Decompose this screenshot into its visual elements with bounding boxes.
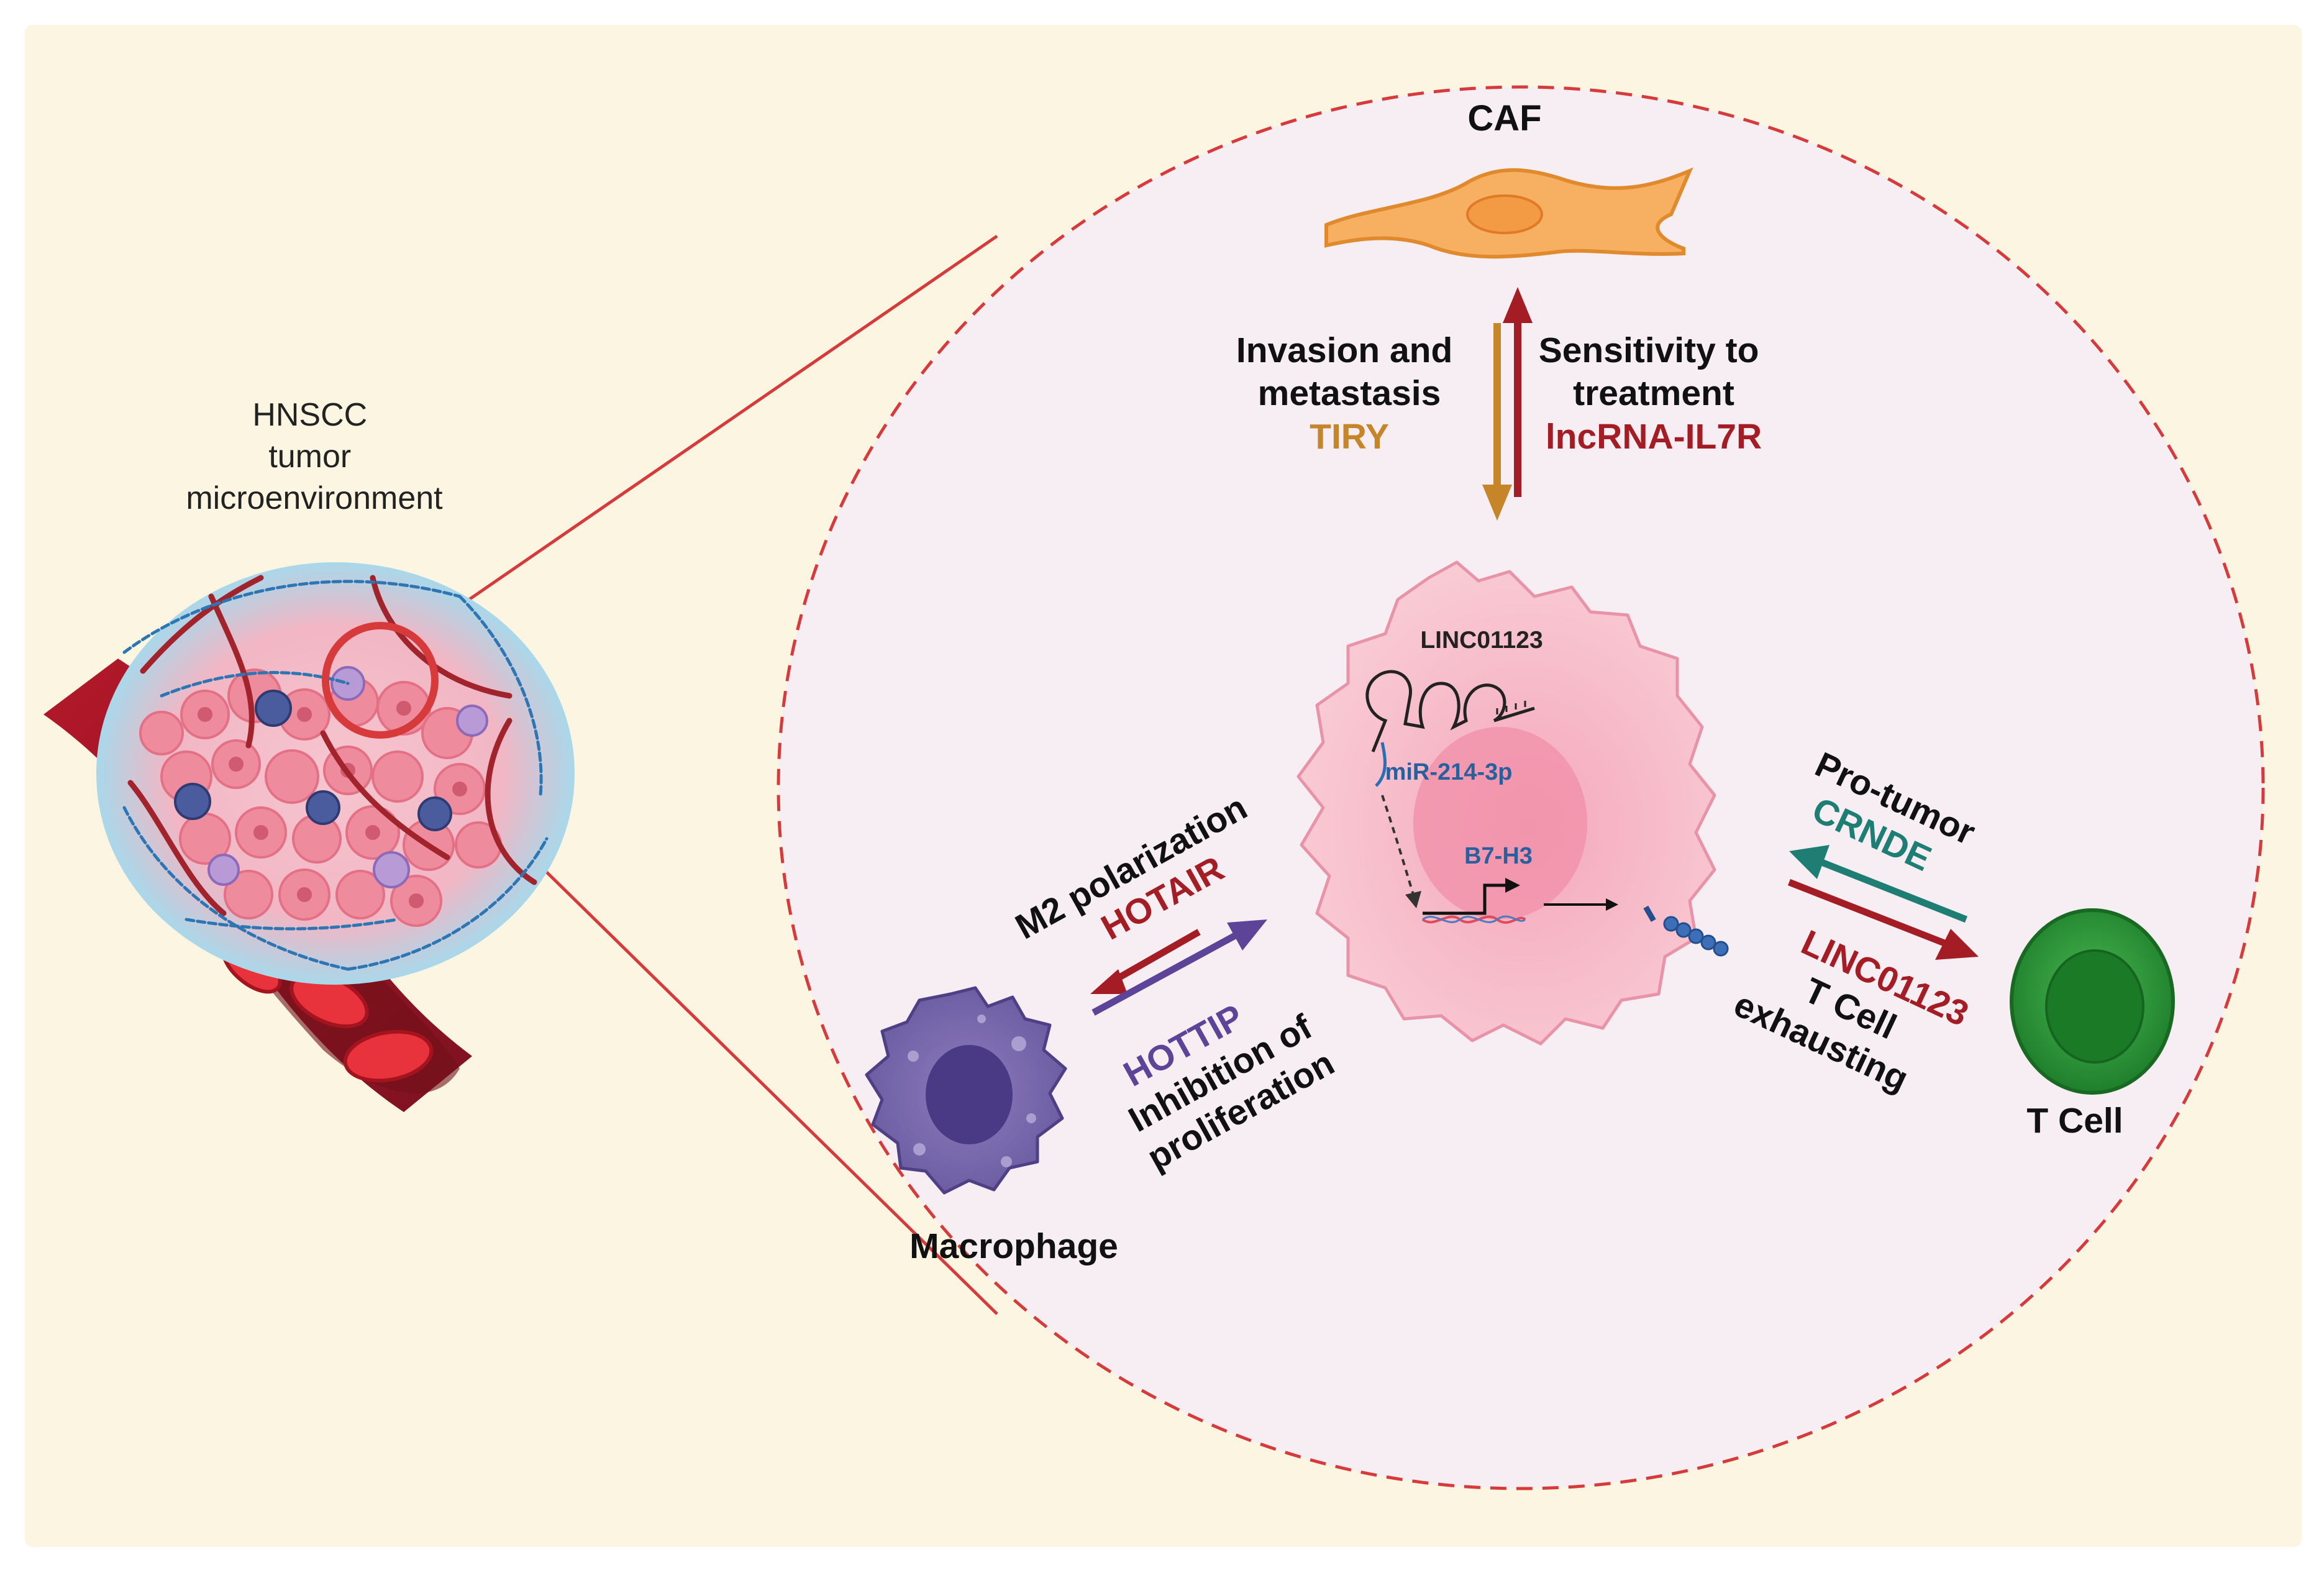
caf-right-line2: treatment — [1573, 373, 1734, 413]
zoom-highlight-circle — [322, 622, 439, 739]
tme-title-line2: tumor — [268, 439, 351, 475]
linc01123-label: LINC01123 — [1420, 627, 1542, 654]
caf-right-gene: lncRNA-IL7R — [1546, 417, 1762, 457]
macrophage-arrows — [1090, 919, 1267, 1016]
caf-arrow-up — [1503, 287, 1533, 497]
caf-label: CAF — [1467, 98, 1541, 139]
fibroblast-icon — [1324, 167, 1693, 259]
tme-title: HNSCC tumor microenvironment — [186, 397, 443, 516]
mir-214-label: miR-214-3p — [1385, 759, 1513, 785]
translation-arrowhead — [1606, 898, 1618, 911]
caf-right-line1: Sensitivity to — [1539, 331, 1759, 370]
b7h3-label: B7-H3 — [1464, 843, 1533, 869]
caf-arrow-down — [1482, 323, 1512, 521]
t-cell-icon — [2010, 908, 2175, 1095]
macrophage-icon — [865, 986, 1067, 1195]
caf-left-text: Invasion and metastasis — [1236, 331, 1462, 413]
tcell-arrows — [1787, 845, 1979, 960]
zoom-line-top — [364, 234, 998, 673]
tumor-spheroid-icon — [96, 562, 575, 985]
caf-left-gene: TIRY — [1310, 417, 1389, 457]
protein-chain-icon — [1643, 905, 1729, 957]
gene-promoter-icon — [1421, 878, 1526, 924]
mirna-strand-icon — [1375, 742, 1387, 787]
mir-dashed-arrowhead — [1405, 891, 1421, 908]
tcell-label: T Cell — [2026, 1101, 2123, 1141]
caf-right-text: Sensitivity to treatment — [1539, 331, 1769, 413]
rna-hairpin-icon — [1365, 670, 1535, 752]
macrophage-label: Macrophage — [909, 1226, 1118, 1266]
tumor-cell-icon — [1296, 560, 1716, 1046]
mir-dashed-arrow — [1381, 795, 1415, 895]
caf-left-line1: Invasion and — [1236, 331, 1452, 370]
caf-left-line2: metastasis — [1258, 373, 1441, 413]
tme-title-line1: HNSCC — [252, 397, 367, 433]
tme-title-line3: microenvironment — [186, 480, 443, 516]
